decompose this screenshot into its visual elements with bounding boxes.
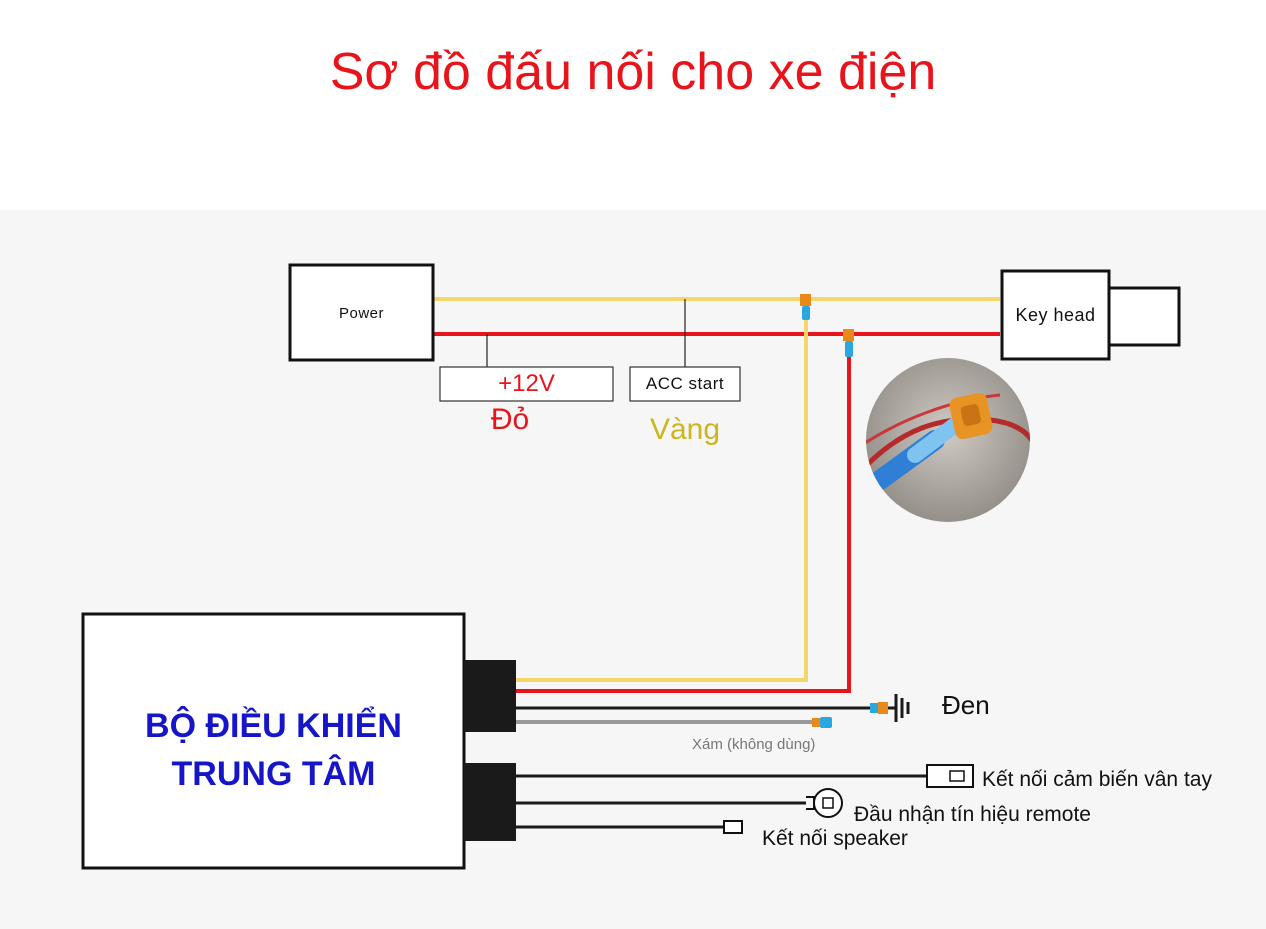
controller-title-line2: TRUNG TÂM (171, 755, 376, 793)
red-wire-label: Đỏ (490, 403, 530, 436)
controller-box (81, 612, 466, 870)
fingerprint-label: Kết nối cảm biến vân tay (982, 768, 1212, 791)
controller-plug-upper (464, 660, 516, 732)
key-head-box (1000, 269, 1111, 361)
yellow-wire-label: Vàng (649, 413, 721, 446)
acc-start-box (629, 366, 741, 402)
remote-label: Đầu nhận tín hiệu remote (854, 803, 1091, 826)
controller-plug-lower (464, 763, 516, 841)
plus12v-label: +12V (498, 370, 555, 397)
acc-start-label: ACC start (645, 374, 725, 393)
power-box (288, 263, 435, 362)
red-wire-down (516, 345, 851, 693)
remote-receiver-icon (806, 788, 843, 818)
gray-wire-label: Xám (không dùng) (692, 736, 816, 753)
black-wire-label: Đen (942, 690, 990, 720)
power-label: Power (338, 305, 385, 322)
plus12v-box (439, 366, 614, 402)
gray-wire-connector (812, 717, 832, 728)
speaker-connector-icon (723, 820, 743, 834)
top-wires (433, 297, 1000, 368)
controller-title-line1: BỘ ĐIỀU KHIỂN (145, 707, 402, 745)
diagram-title: Sơ đồ đấu nối cho xe điện (329, 43, 937, 101)
yellow-wire-down (516, 310, 808, 682)
speaker-label: Kết nối speaker (762, 827, 908, 850)
wire-tap-connector-photo (866, 358, 1030, 522)
yellow-tap-connector (800, 294, 811, 320)
red-tap-connector (843, 329, 854, 357)
key-head-label: Key head (1015, 305, 1096, 325)
fingerprint-connector-icon (926, 764, 974, 788)
ground-icon (870, 694, 910, 722)
key-head-plug (1107, 286, 1181, 347)
